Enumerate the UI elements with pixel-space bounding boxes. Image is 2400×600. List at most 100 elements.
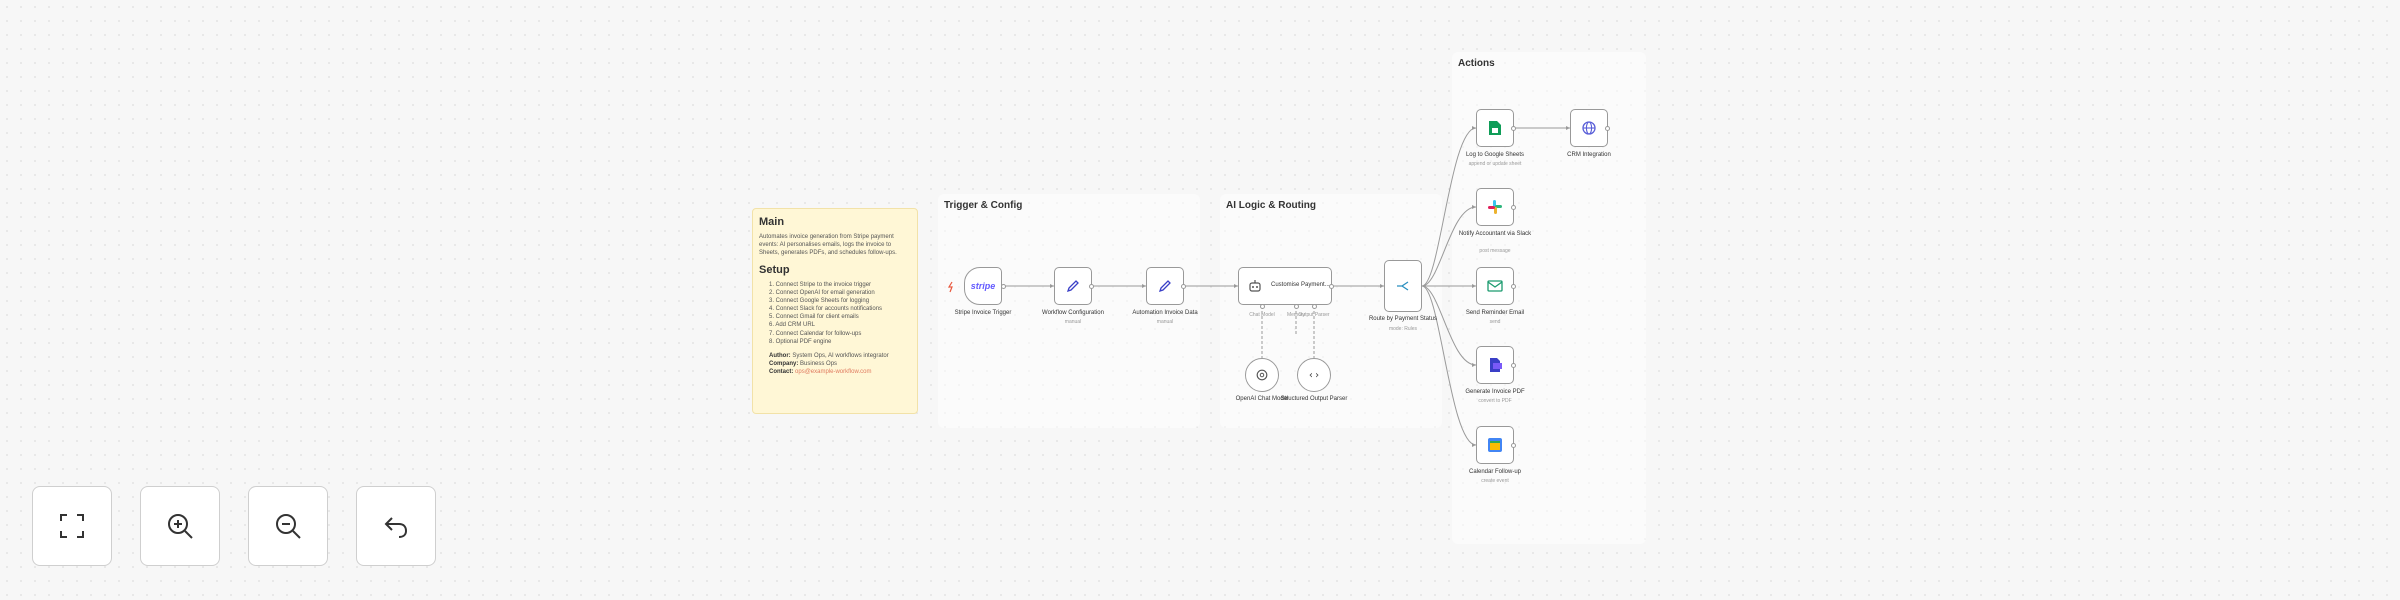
email-envelope-icon	[1487, 280, 1503, 292]
node-label: Calendar Follow-up	[1468, 469, 1522, 475]
zoom-in-button[interactable]	[140, 486, 220, 566]
note-main-text: Automates invoice generation from Stripe…	[759, 233, 897, 257]
fit-view-icon	[60, 514, 84, 538]
gmail-node[interactable]	[1476, 267, 1514, 305]
output-port[interactable]	[1511, 205, 1516, 210]
node-sublabel: manual	[1064, 319, 1082, 325]
port-label-memory: Memory	[1286, 312, 1306, 318]
node-sublabel: post message	[1479, 248, 1511, 254]
node-sublabel: manual	[1156, 319, 1174, 325]
output-port[interactable]	[1181, 284, 1186, 289]
robot-icon	[1249, 280, 1261, 292]
group-trigger-config: Trigger & Config	[938, 194, 1200, 428]
port-label-chat-model: Chat Model	[1249, 312, 1275, 318]
note-step: 7. Connect Calendar for follow-ups	[769, 330, 862, 337]
node-label: CRM Integration	[1567, 152, 1611, 158]
node-label: Notify Accountant via Slack	[1458, 231, 1532, 237]
node-label: Route by Payment Status	[1368, 316, 1438, 322]
node-sublabel: mode: Rules	[1388, 326, 1418, 332]
google-sheets-node[interactable]	[1476, 109, 1514, 147]
note-main-title: Main	[759, 216, 785, 228]
node-label: Automation Invoice Data	[1132, 310, 1198, 316]
node-label: Generate Invoice PDF	[1465, 389, 1525, 395]
note-company-value: Business Ops	[800, 360, 838, 367]
note-author-label: Author:	[769, 352, 791, 359]
node-label: Stripe Invoice Trigger	[954, 310, 1012, 316]
crm-http-node[interactable]	[1570, 109, 1608, 147]
note-step: 5. Connect Gmail for client emails	[769, 314, 859, 321]
calendar-node[interactable]	[1476, 426, 1514, 464]
invoice-data-node[interactable]	[1146, 267, 1184, 305]
port-label-output-parser: Output Parser	[1298, 312, 1330, 318]
slack-node[interactable]	[1476, 188, 1514, 226]
pdf-node[interactable]	[1476, 346, 1514, 384]
note-meta: Author: System Ops, AI workflows integra…	[759, 352, 911, 376]
sticky-note[interactable]: Main Automates invoice generation from S…	[752, 208, 918, 414]
note-step: 2. Connect OpenAI for email generation	[769, 290, 875, 297]
fit-view-button[interactable]	[32, 486, 112, 566]
route-switch-node[interactable]	[1384, 260, 1422, 312]
node-sublabel: send	[1489, 319, 1501, 325]
stripe-trigger-node[interactable]: stripe	[964, 267, 1002, 305]
output-port[interactable]	[1511, 126, 1516, 131]
note-steps: 1. Connect Stripe to the invoice trigger…	[759, 281, 911, 346]
note-author-value: System Ops, AI workflows integrator	[792, 352, 889, 359]
openai-icon	[1256, 369, 1268, 381]
group-title: AI Logic & Routing	[1226, 200, 1316, 211]
note-contact-label: Contact:	[769, 368, 794, 375]
output-port[interactable]	[1329, 284, 1334, 289]
output-port[interactable]	[1001, 284, 1006, 289]
stripe-icon: stripe	[970, 281, 996, 291]
output-port[interactable]	[1511, 443, 1516, 448]
trigger-bolt	[947, 281, 953, 293]
node-label: Structured Output Parser	[1280, 396, 1348, 402]
node-sublabel: create event	[1481, 478, 1509, 484]
workflow-config-node[interactable]	[1054, 267, 1092, 305]
agent-chat-model-port[interactable]	[1260, 304, 1265, 309]
agent-memory-port[interactable]	[1294, 304, 1299, 309]
group-title: Actions	[1458, 58, 1495, 69]
node-label: OpenAI Chat Model	[1235, 396, 1289, 402]
wire-route-pdf	[1421, 285, 1477, 366]
note-step: 4. Connect Slack for accounts notificati…	[769, 306, 883, 313]
node-sublabel: convert to PDF	[1478, 398, 1512, 404]
openai-model-node[interactable]	[1245, 358, 1279, 392]
node-sublabel: append or update sheet	[1468, 161, 1522, 167]
agent-parser-port[interactable]	[1312, 304, 1317, 309]
wire-route-slack	[1421, 206, 1477, 287]
note-step: 3. Connect Google Sheets for logging	[769, 298, 870, 305]
pencil-icon	[1158, 280, 1171, 293]
zoom-out-button[interactable]	[248, 486, 328, 566]
node-label: Log to Google Sheets	[1465, 152, 1525, 158]
output-parser-node[interactable]: ‹›	[1297, 358, 1331, 392]
undo-icon	[384, 517, 408, 538]
note-step: 1. Connect Stripe to the invoice trigger	[769, 281, 872, 288]
switch-route-icon	[1397, 281, 1409, 291]
output-port[interactable]	[1605, 126, 1610, 131]
group-title: Trigger & Config	[944, 200, 1023, 211]
globe-icon	[1582, 121, 1596, 135]
slack-icon	[1488, 200, 1502, 214]
pencil-icon	[1066, 280, 1079, 293]
wire-route-calendar	[1421, 285, 1477, 446]
node-label: Workflow Configuration	[1042, 310, 1104, 316]
zoom-in-icon	[168, 514, 193, 539]
wire-route-sheets	[1421, 127, 1477, 287]
google-sheets-icon	[1489, 121, 1501, 135]
output-port[interactable]	[1089, 284, 1094, 289]
node-label: Send Reminder Email	[1465, 310, 1525, 316]
note-step: 8. Optional PDF engine	[769, 338, 832, 345]
calendar-icon	[1488, 438, 1502, 452]
note-company-label: Company:	[769, 360, 799, 367]
note-setup-title: Setup	[759, 264, 790, 277]
ai-agent-node[interactable]: Customise Payment...	[1238, 267, 1332, 305]
note-contact-link[interactable]: ops@example-workflow.com	[795, 368, 872, 375]
output-port[interactable]	[1511, 284, 1516, 289]
code-braces-icon: ‹›	[1307, 369, 1321, 381]
zoom-out-icon	[276, 514, 301, 539]
undo-button[interactable]	[356, 486, 436, 566]
output-port[interactable]	[1511, 363, 1516, 368]
document-pdf-icon	[1490, 358, 1502, 372]
note-step: 6. Add CRM URL	[769, 322, 816, 329]
